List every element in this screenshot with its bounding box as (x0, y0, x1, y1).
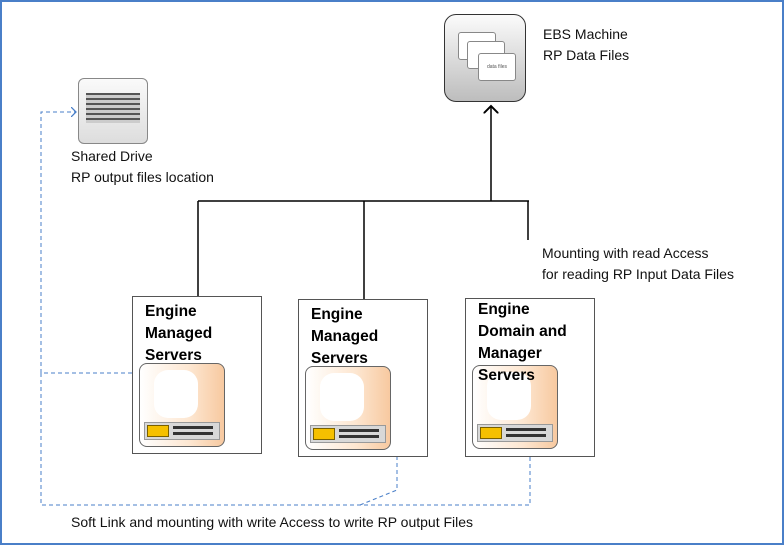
server-box-title: Engine Managed Servers (311, 306, 379, 367)
data-file-caption: data files (478, 53, 516, 81)
dashed-bottom-link (40, 373, 531, 506)
mount-read-label: Mounting with read Access for reading RP… (542, 243, 734, 285)
dashed-to-shared-drive (40, 112, 132, 374)
server-icon (305, 366, 391, 450)
mount-read-line1: Mounting with read Access (542, 245, 709, 261)
ebs-subtitle: RP Data Files (543, 47, 630, 63)
server-box-1: Engine Managed Servers (132, 296, 262, 454)
shared-drive-title: Shared Drive (71, 148, 153, 164)
server-box-title: Engine Managed Servers (145, 303, 213, 364)
server-icon (139, 363, 225, 447)
shared-drive-subtitle: RP output files location (71, 169, 214, 185)
soft-link-label: Soft Link and mounting with write Access… (71, 514, 474, 530)
server-box-title: Engine Domain and Manager Servers (478, 301, 567, 384)
ebs-label: EBS Machine RP Data Files (543, 24, 629, 66)
server-box-3: Engine Domain and Manager Servers (465, 298, 595, 457)
ebs-title: EBS Machine (543, 26, 628, 42)
shared-drive-label: Shared Drive RP output files location (71, 146, 214, 188)
data-files-icon: data files (444, 14, 526, 102)
mount-read-line2: for reading RP Input Data Files (542, 266, 734, 282)
server-box-2: Engine Managed Servers (298, 299, 428, 457)
server-icon (472, 365, 558, 449)
dashed-server-2-link (359, 456, 398, 506)
shared-drive-icon (78, 78, 148, 144)
